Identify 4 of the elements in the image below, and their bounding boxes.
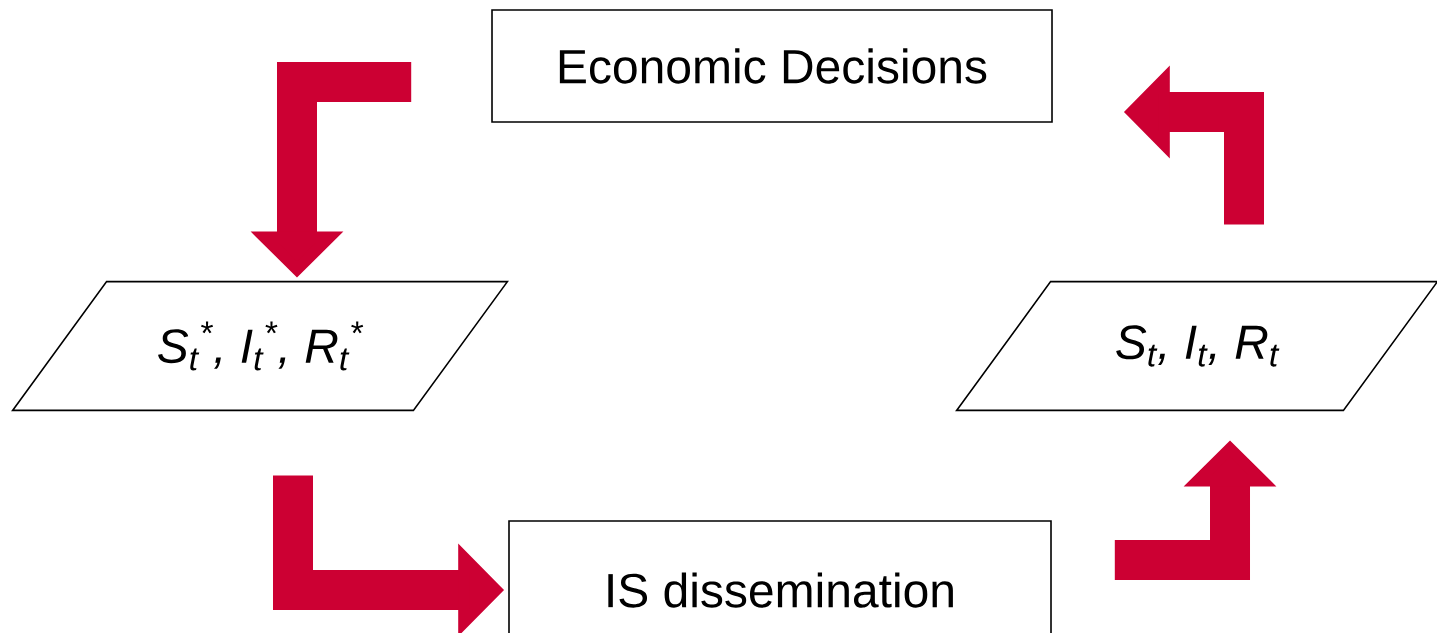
parallelogram-box: S$_{t}$, I$_{t}$, R$_{t}$ <box>955 280 1437 412</box>
process-box: Economic Decisions <box>491 9 1053 123</box>
process-box: IS dissemination <box>508 520 1052 633</box>
parallelogram-box: S$_{t}$$^{*}$, I$_{t}$$^{*}$, R$_{t}$* <box>11 280 509 412</box>
